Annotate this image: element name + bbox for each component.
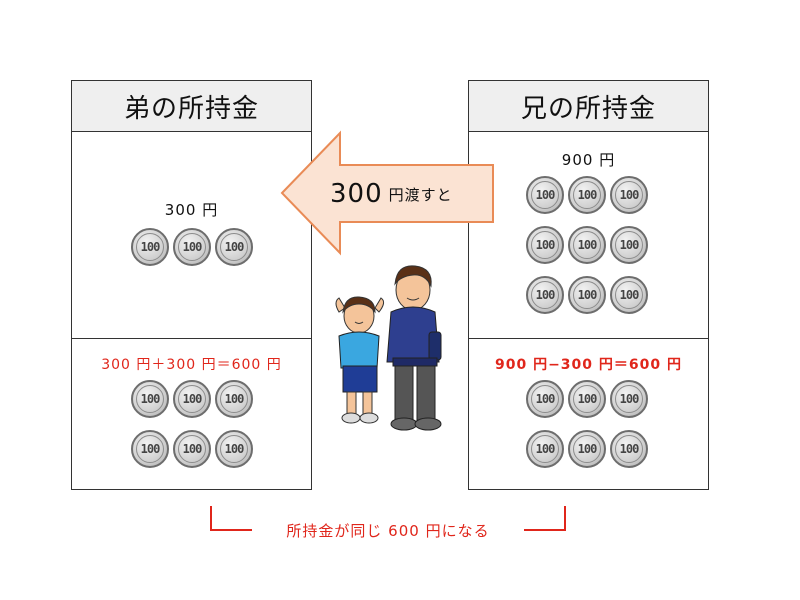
younger-brother-before-section bbox=[72, 131, 311, 339]
coin-100-icon: 100 bbox=[526, 276, 564, 314]
coin-100-icon: 100 bbox=[131, 430, 169, 468]
coin-100-icon: 100 bbox=[173, 380, 211, 418]
transfer-unit: 円渡すと bbox=[388, 185, 453, 204]
older-brother-before-amount: 900 円 bbox=[561, 151, 616, 169]
coin-100-icon: 100 bbox=[568, 226, 606, 264]
coin-100-icon: 100 bbox=[131, 380, 169, 418]
younger-brother-figure bbox=[335, 296, 385, 424]
older-brother-figure bbox=[386, 265, 442, 431]
coin-100-icon: 100 bbox=[568, 380, 606, 418]
coin-100-icon: 100 bbox=[568, 430, 606, 468]
conclusion-text: 所持金が同じ 600 円になる bbox=[286, 522, 490, 540]
bracket-icon bbox=[210, 506, 566, 531]
coin-100-icon: 100 bbox=[610, 430, 648, 468]
coin-100-icon: 100 bbox=[215, 228, 253, 266]
younger-brother-before-amount: 300 円 bbox=[164, 201, 219, 219]
older-brother-before-section bbox=[469, 131, 708, 339]
coin-100-icon: 100 bbox=[215, 430, 253, 468]
younger-brother-title: 弟の所持金 bbox=[72, 81, 311, 132]
transfer-amount: 300 bbox=[330, 179, 383, 209]
coin-100-icon: 100 bbox=[526, 176, 564, 214]
coin-100-icon: 100 bbox=[131, 228, 169, 266]
coin-100-icon: 100 bbox=[173, 430, 211, 468]
older-brother-after-formula: 900 円−300 円＝600 円 bbox=[494, 357, 683, 373]
conclusion-bracket: 所持金が同じ 600 円になる bbox=[210, 506, 566, 540]
two-brothers-illustration bbox=[335, 265, 442, 431]
coin-100-icon: 100 bbox=[610, 276, 648, 314]
coin-100-icon: 100 bbox=[215, 380, 253, 418]
older-brother-title: 兄の所持金 bbox=[469, 81, 708, 132]
coin-100-icon: 100 bbox=[173, 228, 211, 266]
coin-100-icon: 100 bbox=[526, 226, 564, 264]
coin-100-icon: 100 bbox=[526, 380, 564, 418]
transfer-label: 300 円渡すと bbox=[330, 174, 495, 214]
coin-100-icon: 100 bbox=[610, 380, 648, 418]
coin-100-icon: 100 bbox=[568, 176, 606, 214]
coin-100-icon: 100 bbox=[568, 276, 606, 314]
younger-brother-after-formula: 300 円＋300 円＝600 円 bbox=[101, 357, 282, 373]
coin-100-icon: 100 bbox=[610, 176, 648, 214]
coin-100-icon: 100 bbox=[610, 226, 648, 264]
coin-100-icon: 100 bbox=[526, 430, 564, 468]
